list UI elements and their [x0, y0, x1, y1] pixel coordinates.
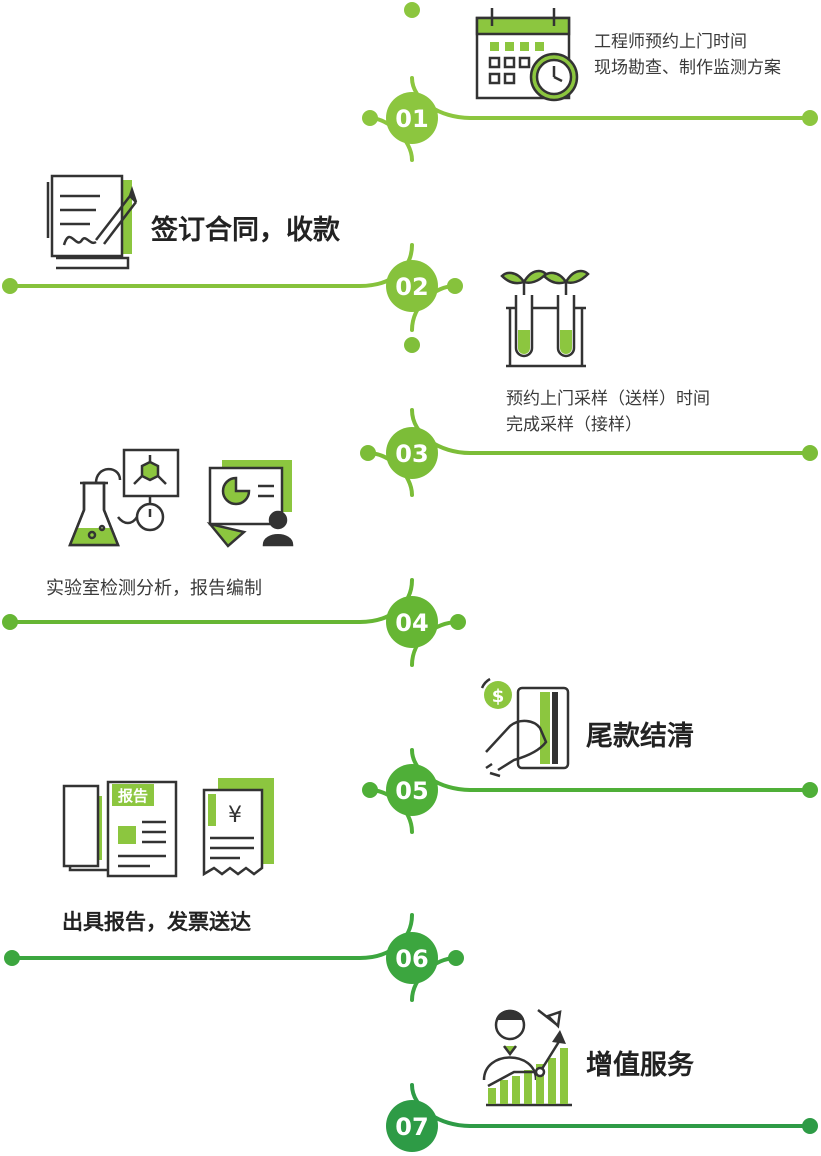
step-badge-06: 06 — [386, 932, 438, 984]
report-badge-text: 报告 — [118, 787, 148, 805]
lab-analysis-icon — [68, 448, 180, 547]
step-badge-04: 04 — [386, 596, 438, 648]
test-tubes-sprout-icon — [500, 269, 590, 368]
invoice-receipt-icon: ¥ — [202, 778, 274, 877]
step-badge-02: 02 — [386, 260, 438, 312]
step-07-text: 增值服务 — [586, 1049, 694, 1083]
step-03-line-2: 完成采样（接样） — [506, 415, 642, 435]
step-06-line-1: 出具报告，发票送达 — [62, 910, 251, 934]
step-badge-07: 07 — [386, 1100, 438, 1152]
currency-symbol: ¥ — [228, 803, 242, 828]
step-02-text: 签订合同，收款 — [151, 214, 340, 248]
presentation-chart-icon — [206, 460, 294, 548]
step-05-line-1: 尾款结清 — [586, 721, 694, 752]
step-05-text: 尾款结清 — [586, 720, 694, 754]
step-number-03: 03 — [395, 440, 428, 468]
step-03-line-1: 预约上门采样（送样）时间 — [506, 389, 710, 409]
step-badge-01: 01 — [386, 92, 438, 144]
step-01-line-1: 工程师预约上门时间 — [594, 32, 747, 52]
step-number-07: 07 — [395, 1113, 428, 1141]
step-number-02: 02 — [395, 273, 428, 301]
step-07-line-1: 增值服务 — [586, 1050, 694, 1081]
svg-text:$: $ — [492, 686, 505, 707]
contract-sign-icon — [46, 174, 138, 270]
step-badge-05: 05 — [386, 764, 438, 816]
growth-service-icon — [482, 1009, 572, 1107]
step-06-text: 出具报告，发票送达 — [62, 906, 251, 936]
branch-end-dots — [2, 2, 818, 1134]
step-04-text: 实验室检测分析，报告编制 — [46, 576, 262, 602]
step-number-04: 04 — [395, 609, 428, 637]
step-number-06: 06 — [395, 945, 428, 973]
report-document-icon: 报告 — [62, 780, 178, 878]
step-01-text: 工程师预约上门时间 现场勘查、制作监测方案 — [594, 29, 781, 81]
step-04-line-1: 实验室检测分析，报告编制 — [46, 578, 262, 599]
step-number-05: 05 — [395, 777, 428, 805]
step-01-line-2: 现场勘查、制作监测方案 — [594, 58, 781, 78]
step-number-01: 01 — [395, 105, 428, 133]
step-02-line-1: 签订合同，收款 — [151, 215, 340, 246]
step-03-text: 预约上门采样（送样）时间 完成采样（接样） — [506, 386, 710, 438]
card-payment-icon: $ — [480, 677, 570, 778]
calendar-clock-icon — [475, 8, 579, 102]
step-badge-03: 03 — [386, 427, 438, 479]
